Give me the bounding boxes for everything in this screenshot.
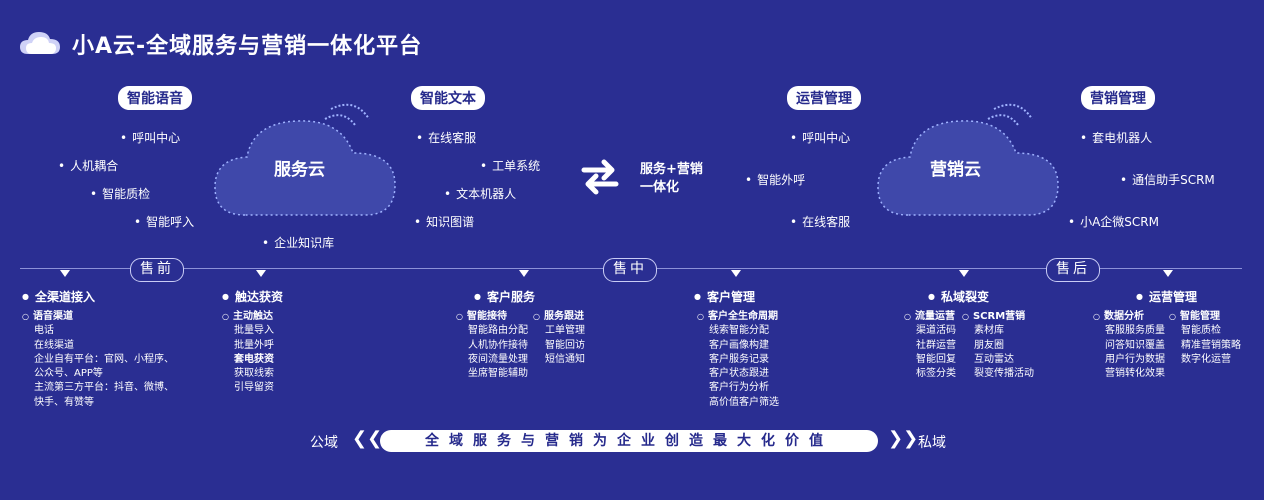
phase-insale: 售中 <box>603 258 657 282</box>
service-cloud-label: 服务云 <box>274 160 325 180</box>
timeline-marker <box>519 270 529 277</box>
category-heading: 全渠道接入 <box>22 288 95 305</box>
integration-label: 服务+营销 一体化 <box>640 162 703 195</box>
phase-presale: 售前 <box>130 258 184 282</box>
value-banner: 全域服务与营销为企业创造最大化价值 <box>380 430 878 452</box>
feature-item: 在线客服 <box>416 129 476 146</box>
feature-item: 文本机器人 <box>444 185 516 202</box>
chevron-left-icon: ❮❮ <box>352 428 383 449</box>
public-domain-label: 公域 <box>310 435 338 451</box>
timeline-marker <box>731 270 741 277</box>
feature-item: 人机耦合 <box>58 157 118 174</box>
category-heading: 客户服务 <box>474 288 535 305</box>
feature-item: 智能质检 <box>90 185 150 202</box>
feature-item: 呼叫中心 <box>120 129 180 146</box>
feature-item: 套电机器人 <box>1080 129 1152 146</box>
service-cloud-graphic <box>214 103 396 216</box>
marketing-cloud-graphic <box>877 103 1059 216</box>
pill-marketing: 营销管理 <box>1081 86 1155 110</box>
pill-text: 智能文本 <box>411 86 485 110</box>
private-domain-label: 私域 <box>918 435 946 451</box>
pill-voice: 智能语音 <box>118 86 192 110</box>
timeline-marker <box>1163 270 1173 277</box>
phase-aftersale: 售后 <box>1046 258 1100 282</box>
feature-item: 呼叫中心 <box>790 129 850 146</box>
marketing-cloud-label: 营销云 <box>930 160 981 180</box>
swap-arrows-icon <box>581 159 619 195</box>
block-lifecycle: 客户全生命周期 线索智能分配 客户画像构建 客户服务记录 客户状态跟进 客户行为… <box>697 310 779 410</box>
block-traffic: 流量运营 渠道活码 社群运营 智能回复 标签分类 <box>904 310 956 381</box>
block-smartmgmt: 智能管理 智能质检 精准营销策略 数字化运营 <box>1169 310 1241 367</box>
block-reach: 主动触达 批量导入 批量外呼 套电获资 获取线索 引导留资 <box>222 310 274 396</box>
feature-item: 企业知识库 <box>262 234 334 251</box>
feature-item: 智能外呼 <box>745 171 805 188</box>
feature-item: 通信助手SCRM <box>1120 171 1215 188</box>
page-title: 小A云-全域服务与营销一体化平台 <box>72 34 423 59</box>
block-scrm: SCRM营销 素材库 朋友圈 互动雷达 裂变传播活动 <box>962 310 1034 381</box>
feature-item: 知识图谱 <box>414 213 474 230</box>
timeline-marker <box>60 270 70 277</box>
category-heading: 客户管理 <box>694 288 755 305</box>
chevron-right-icon: ❯❯ <box>888 428 919 449</box>
block-followup: 服务跟进 工单管理 智能回访 短信通知 <box>533 310 585 367</box>
category-heading: 触达获资 <box>222 288 283 305</box>
cloud-logo-icon <box>20 32 60 54</box>
feature-item: 在线客服 <box>790 213 850 230</box>
category-heading: 私域裂变 <box>928 288 989 305</box>
feature-item: 小A企微SCRM <box>1068 213 1159 230</box>
feature-item: 工单系统 <box>480 157 540 174</box>
block-analysis: 数据分析 客服服务质量 问答知识覆盖 用户行为数据 营销转化效果 <box>1093 310 1165 381</box>
feature-item: 智能呼入 <box>134 213 194 230</box>
category-heading: 运营管理 <box>1136 288 1197 305</box>
timeline-marker <box>256 270 266 277</box>
timeline-marker <box>959 270 969 277</box>
block-channels: 语音渠道 电话 在线渠道 企业自有平台：官网、小程序、 公众号、APP等 主流第… <box>22 310 174 410</box>
pill-ops: 运营管理 <box>787 86 861 110</box>
block-reception: 智能接待 智能路由分配 人机协作接待 夜间流量处理 坐席智能辅助 <box>456 310 528 381</box>
